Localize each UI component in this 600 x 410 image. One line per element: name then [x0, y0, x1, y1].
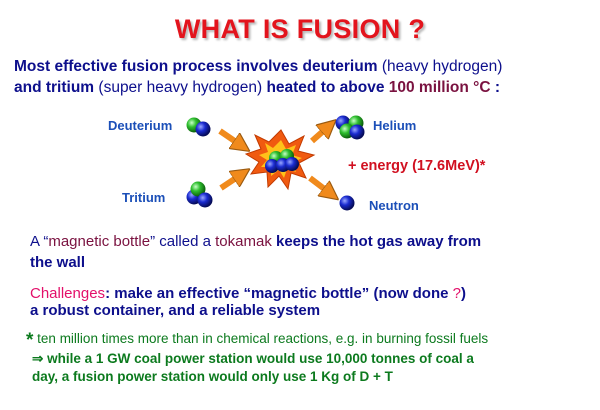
tritium-label: Tritium: [122, 190, 166, 205]
deuterium-label: Deuterium: [108, 118, 173, 133]
challenges-close-paren: ): [460, 285, 466, 302]
intro-colon: :: [494, 79, 501, 96]
challenges-text: : make an effective “magnetic bottle” (n…: [105, 285, 449, 302]
intro-line-1: Most effective fusion process involves d…: [14, 58, 502, 76]
tokamak-term: tokamak: [215, 233, 272, 250]
fusion-burst: [244, 129, 316, 191]
intro-deuterium-note: (heavy hydrogen): [381, 58, 503, 75]
footnote-text-1: ten million times more than in chemical …: [37, 331, 489, 346]
tokamak-text-b: ” called a: [150, 233, 211, 250]
intro-temperature: 100 million °C: [388, 79, 491, 96]
challenges-line-1: Challenges: make an effective “magnetic …: [30, 285, 466, 302]
arrow-deuterium-to-fusion: [218, 128, 242, 146]
footnote-line-2: ⇒ while a 1 GW coal power station would …: [32, 351, 474, 367]
neutron-label: Neutron: [369, 198, 419, 213]
arrow-tritium-to-fusion: [219, 174, 242, 191]
tritium-particle: [186, 181, 213, 208]
footnote-line-1: * ten million times more than in chemica…: [26, 330, 488, 352]
intro-tritium-text: and tritium: [14, 79, 95, 96]
footnote-text-2: while a 1 GW coal power station would us…: [47, 351, 474, 366]
tokamak-line-1: A “magnetic bottle” called a tokamak kee…: [30, 233, 481, 250]
tokamak-text-c: keeps the hot gas away from: [276, 233, 482, 250]
intro-deuterium-text: Most effective fusion process involves d…: [14, 58, 378, 75]
challenges-line-2: a robust container, and a reliable syste…: [30, 302, 321, 319]
implies-icon: ⇒: [32, 351, 44, 366]
magnetic-bottle-term: magnetic bottle: [48, 233, 151, 250]
helium-label: Helium: [373, 118, 417, 133]
challenges-label: Challenges: [30, 285, 106, 302]
energy-label: + energy (17.6MeV)*: [348, 158, 486, 174]
intro-heated-text: heated to above: [266, 79, 385, 96]
arrow-fusion-to-helium: [310, 126, 329, 144]
deuterium-particle: [186, 117, 211, 137]
arrow-fusion-to-neutron: [308, 175, 331, 194]
neutron-particle: [339, 195, 355, 211]
footnote-star: *: [26, 330, 34, 351]
tokamak-line-2: the wall: [30, 254, 86, 271]
intro-line-2: and tritium (super heavy hydrogen) heate…: [14, 79, 500, 97]
intro-tritium-note: (super heavy hydrogen): [98, 79, 263, 96]
helium-particle: [335, 115, 365, 140]
challenges-question: ?: [452, 285, 461, 302]
footnote-line-3: day, a fusion power station would only u…: [32, 369, 393, 384]
page-title: WHAT IS FUSION ?: [174, 14, 426, 44]
tokamak-text-a: A “: [30, 233, 49, 250]
